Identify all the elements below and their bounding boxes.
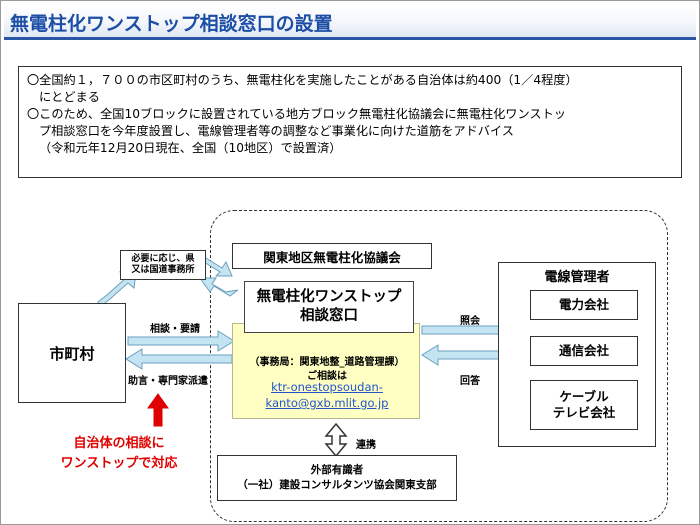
contact-email-link[interactable]: ktr-onestopsoudan- [271,380,383,394]
arrow-advice [125,348,233,370]
highlight-text: ワンストップで対応 [60,456,178,471]
arrow-consultation [127,330,235,352]
contact-email-link[interactable]: kanto@gxb.mlit.go.jp [265,396,389,410]
prefecture-line: 又は国道事務所 [131,265,195,275]
manager-electric: 電力会社 [530,290,638,320]
expert-line: 外部有識者 [310,464,364,476]
managers-title: 電線管理者 [544,270,610,285]
manager-cable-line: テレビ会社 [552,405,616,420]
arrow-pref-to-council [203,257,233,277]
summary-line: 〇全国約１，７００の市区町村のうち、無電柱化を実施したことがある自治体は約400… [27,73,578,87]
external-expert-box: 外部有識者 （一社）建設コンサルタンツ協会関東支部 [217,455,457,501]
office-label: （事務局：関東地整_道路管理課） [249,357,405,368]
title-bar: 無電柱化ワンストップ相談窓口の設置 [4,4,696,40]
coordination-label: 連携 [356,440,376,451]
onestop-title: 無電柱化ワンストップ [256,289,402,305]
summary-box: 〇全国約１，７００の市区町村のうち、無電柱化を実施したことがある自治体は約400… [18,66,682,178]
municipality-box: 市町村 [18,303,126,403]
manager-cable-tv: ケーブル テレビ会社 [530,380,638,430]
answer-label: 回答 [460,376,480,387]
arrow-window-to-pref [199,277,239,297]
council-box: 関東地区無電柱化協議会 [232,243,432,269]
prefecture-box: 必要に応じ、県 又は国道事務所 [120,250,206,280]
advice-label: 助言・専門家派遣 [128,376,208,387]
onestop-title: 相談窓口 [300,308,358,324]
expert-line: （一社）建設コンサルタンツ協会関東支部 [237,479,437,491]
contact-label: ご相談は [307,371,347,382]
council-boundary [210,210,668,522]
onestop-window-box: 無電柱化ワンストップ 相談窓口 [244,281,414,333]
arrow-coordination [324,422,348,458]
page-title: 無電柱化ワンストップ相談窓口の設置 [10,13,333,35]
summary-line: （令和元年12月20日現在、全国（10地区）で設置済） [39,141,342,155]
consultation-window-panel: （事務局：関東地整_道路管理課） ご相談は ktr-onestopsoudan-… [232,323,420,419]
highlight-text: 自治体の相談に [73,436,165,451]
summary-line: にとどまる [39,90,100,104]
prefecture-line: 必要に応じ、県 [131,254,195,264]
manager-telecom: 通信会社 [530,336,638,366]
manager-cable-line: ケーブル [559,389,609,404]
summary-line: 〇このため、全国10ブロックに設置されている地方ブロック無電柱化協議会に無電柱化… [27,107,566,121]
arrow-highlight [147,393,169,427]
consultation-label: 相談・要請 [150,324,200,335]
inquiry-label: 照会 [460,316,480,327]
summary-line: プ相談窓口を今年度設置し、電線管理者等の調整など事業化に向けた道筋をアドバイス [39,124,514,138]
